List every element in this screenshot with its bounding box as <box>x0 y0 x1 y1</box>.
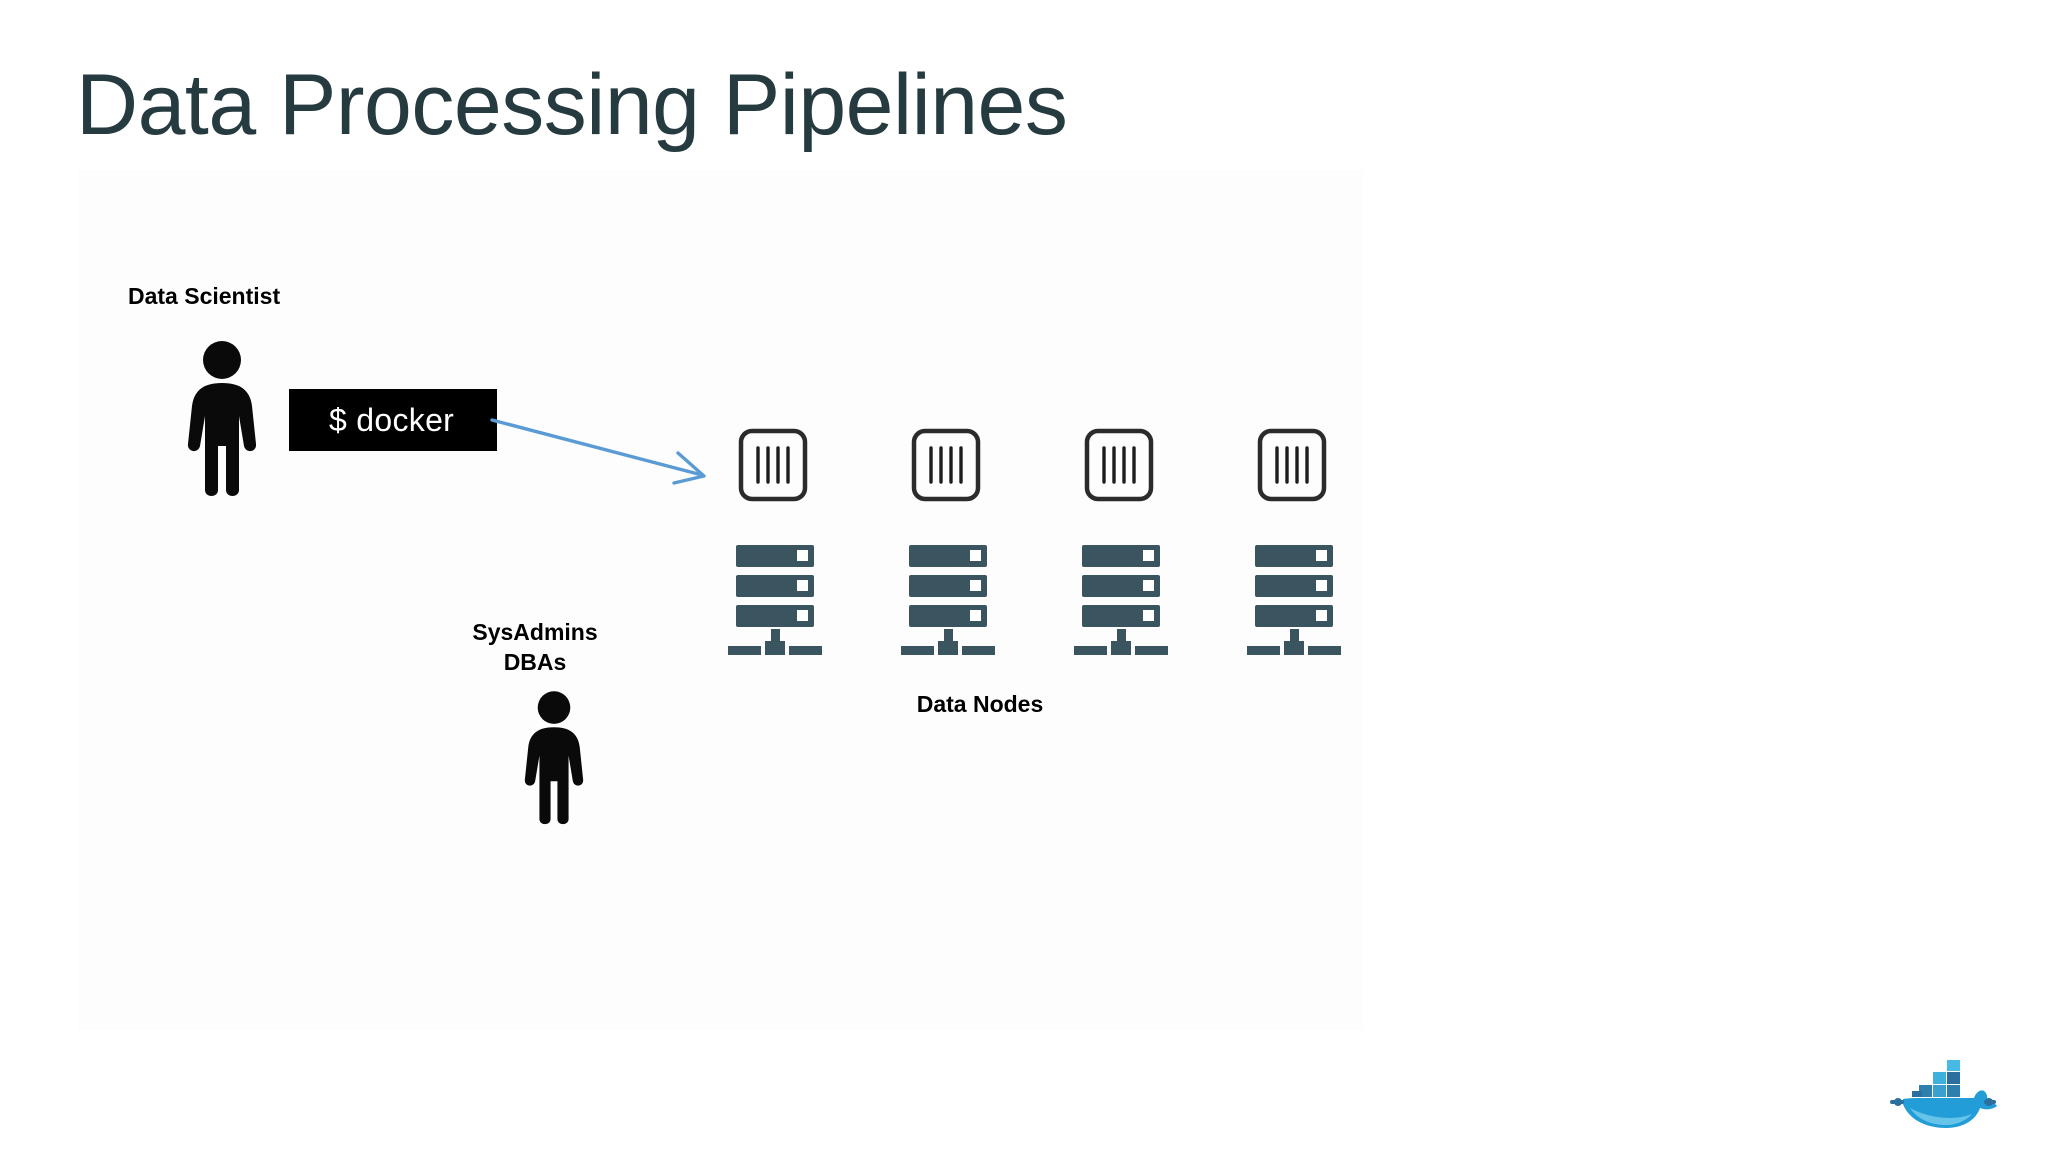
label-data-nodes: Data Nodes <box>916 691 1044 717</box>
server-rack-icon <box>728 545 832 661</box>
container-icon <box>911 428 981 507</box>
container-icon <box>1257 428 1327 507</box>
arrow-right-icon <box>490 395 720 500</box>
docker-whale-logo <box>1888 1058 1998 1135</box>
container-icon <box>738 428 808 507</box>
label-sysadmins-dbas: SysAdmins DBAs <box>472 619 598 676</box>
server-rack-icon <box>901 545 1005 661</box>
label-data-scientist: Data Scientist <box>128 283 281 309</box>
person-pictogram-icon-data-scientist <box>180 340 264 505</box>
server-rack-icon <box>1074 545 1178 661</box>
server-rack-icon <box>1247 545 1351 661</box>
person-pictogram-icon-sysadmin <box>518 690 590 833</box>
page-title: Data Processing Pipelines <box>76 57 1068 153</box>
terminal-command-box[interactable]: $ docker <box>289 389 497 451</box>
container-icon <box>1084 428 1154 507</box>
